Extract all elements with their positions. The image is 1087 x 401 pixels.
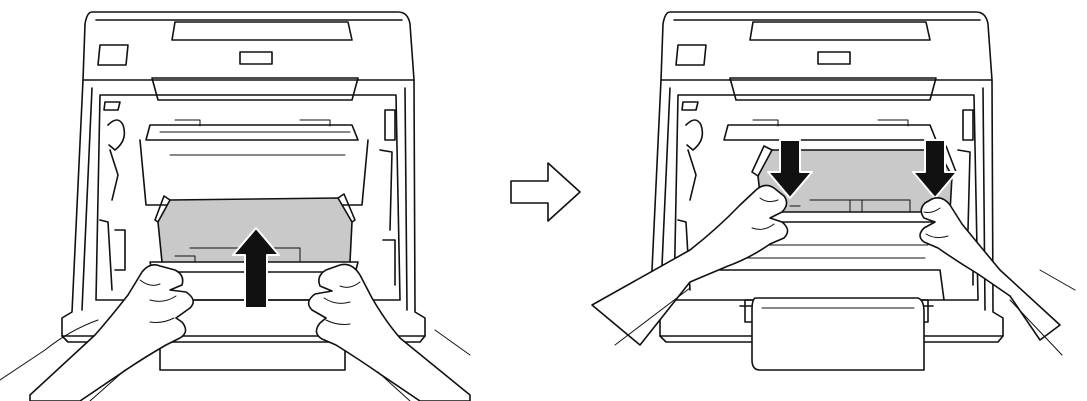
control-panel-icon [675, 44, 707, 66]
left-hand-icon [0, 264, 194, 401]
front-cover-bottom [751, 297, 925, 371]
output-tray-slot [749, 21, 931, 41]
printer-cavity-right [673, 94, 979, 301]
up-arrow-icon [232, 227, 280, 309]
printer-frame-left [61, 79, 426, 337]
step-1-panel [0, 11, 471, 401]
front-cover-handle [151, 77, 359, 101]
step-2-panel [591, 11, 1076, 371]
front-cover-bottom [159, 335, 346, 371]
printer-illustration-left [61, 11, 426, 371]
printer-illustration-right [649, 11, 1004, 371]
control-panel-icon [97, 44, 129, 66]
left-hand-icon [591, 184, 789, 346]
front-cover-handle [729, 77, 937, 101]
right-hand-icon [307, 263, 471, 401]
right-hand-icon [919, 197, 1076, 356]
down-arrow-icon [912, 139, 958, 199]
down-arrow-icon [767, 139, 813, 199]
output-tray-slot [171, 21, 353, 41]
printer-cavity-left [95, 94, 401, 301]
transition-arrow-icon [510, 162, 581, 222]
